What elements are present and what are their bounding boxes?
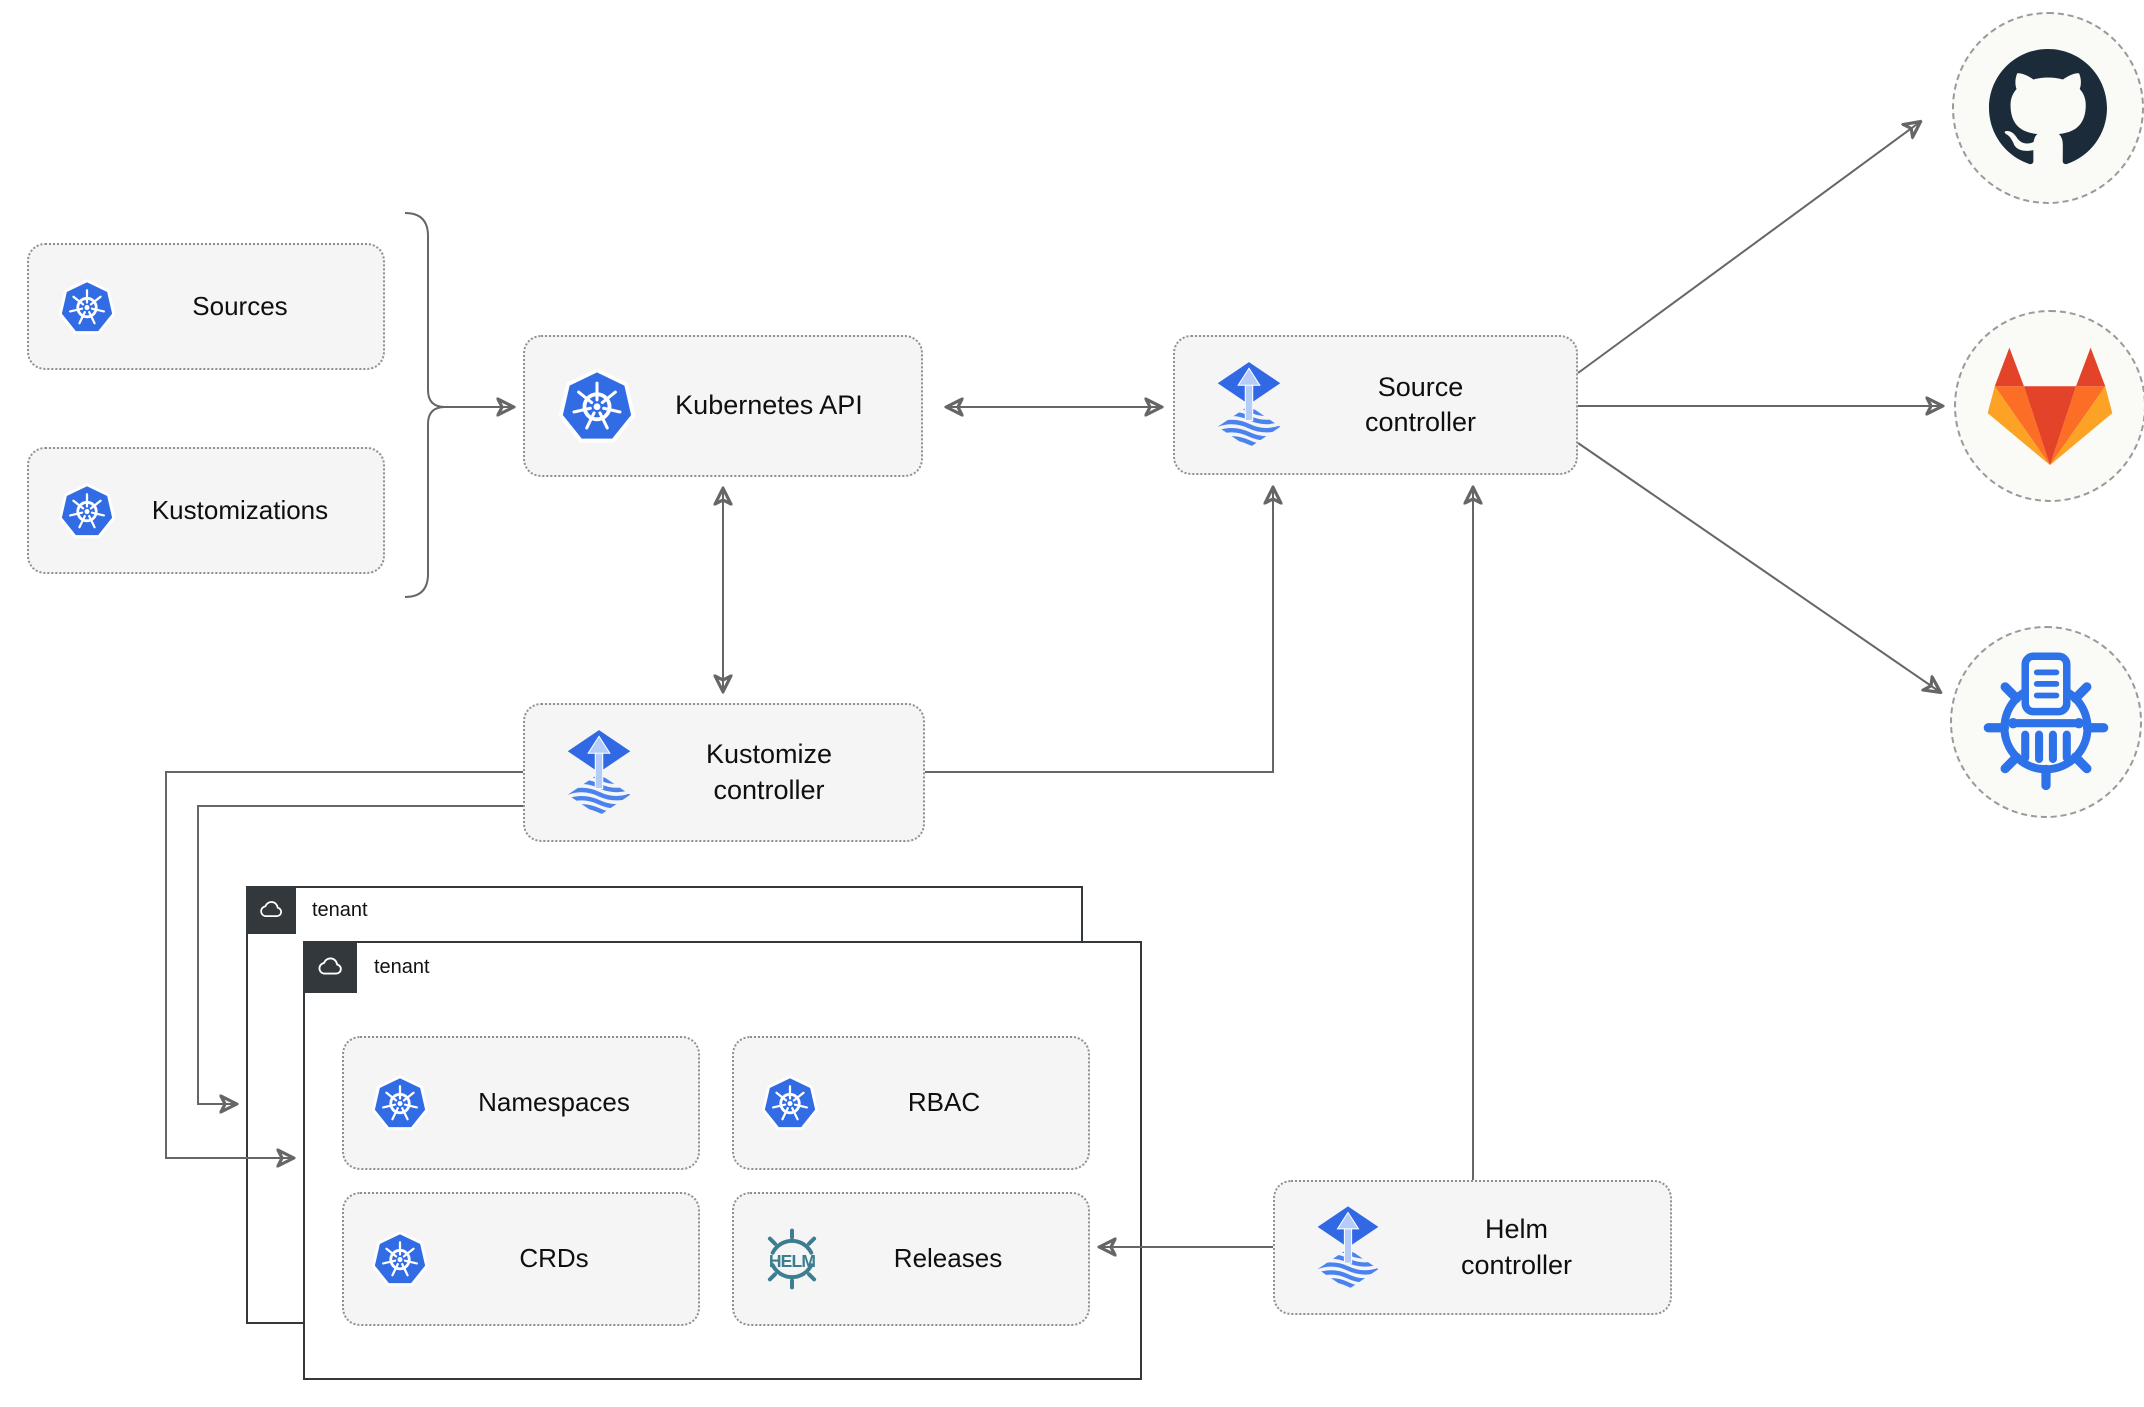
node-kustomize-controller-label: Kustomize controller	[705, 739, 833, 805]
node-crds: CRDs	[342, 1192, 700, 1326]
kubernetes-icon	[762, 1075, 818, 1131]
kubernetes-icon	[59, 483, 115, 539]
gitlab-icon	[1979, 335, 2121, 477]
kubernetes-icon	[559, 368, 635, 444]
edge-source-github	[1577, 122, 1920, 374]
kubernetes-icon	[372, 1075, 428, 1131]
node-kubernetes-api-label: Kubernetes API	[675, 390, 863, 421]
edge-source-registry	[1577, 442, 1940, 692]
flux-icon	[565, 730, 633, 816]
node-kustomize-controller: Kustomize controller	[523, 703, 925, 842]
node-sources-label: Sources	[192, 290, 288, 321]
cloud-icon	[257, 896, 285, 924]
node-kustomizations-label: Kustomizations	[151, 494, 329, 525]
node-source-controller: Source controller	[1173, 335, 1578, 475]
node-kubernetes-api: Kubernetes API	[523, 335, 923, 477]
endpoint-github	[1952, 12, 2144, 204]
node-namespaces: Namespaces	[342, 1036, 700, 1170]
node-kustomizations: Kustomizations	[27, 447, 385, 574]
endpoint-registry	[1950, 626, 2142, 818]
kubernetes-icon	[372, 1231, 428, 1287]
edge-kustomize-source	[925, 488, 1273, 773]
container-registry-icon	[1971, 647, 2121, 797]
cloud-icon	[315, 952, 345, 982]
tenant-outer-tab	[246, 886, 296, 934]
endpoint-gitlab	[1954, 310, 2144, 502]
node-crds-label: CRDs	[519, 1243, 589, 1274]
kubernetes-icon	[59, 279, 115, 335]
node-source-controller-label: Source controller	[1364, 371, 1477, 437]
edge-sources-bracket	[404, 212, 446, 598]
tenant-inner-label: tenant	[374, 956, 430, 978]
node-rbac: RBAC	[732, 1036, 1090, 1170]
flux-icon	[1315, 1206, 1381, 1290]
tenant-inner-tab	[303, 941, 357, 993]
node-releases: Releases	[732, 1192, 1090, 1326]
flux-icon	[1215, 362, 1283, 448]
node-releases-label: Releases	[893, 1243, 1003, 1274]
node-namespaces-label: Namespaces	[478, 1087, 630, 1118]
github-icon	[1989, 49, 2107, 167]
node-rbac-label: RBAC	[907, 1087, 981, 1118]
tenant-outer-label: tenant	[312, 899, 368, 921]
node-sources: Sources	[27, 243, 385, 370]
helm-icon	[758, 1226, 826, 1292]
node-helm-controller-label: Helm controller	[1460, 1214, 1573, 1280]
node-helm-controller: Helm controller	[1273, 1180, 1672, 1315]
